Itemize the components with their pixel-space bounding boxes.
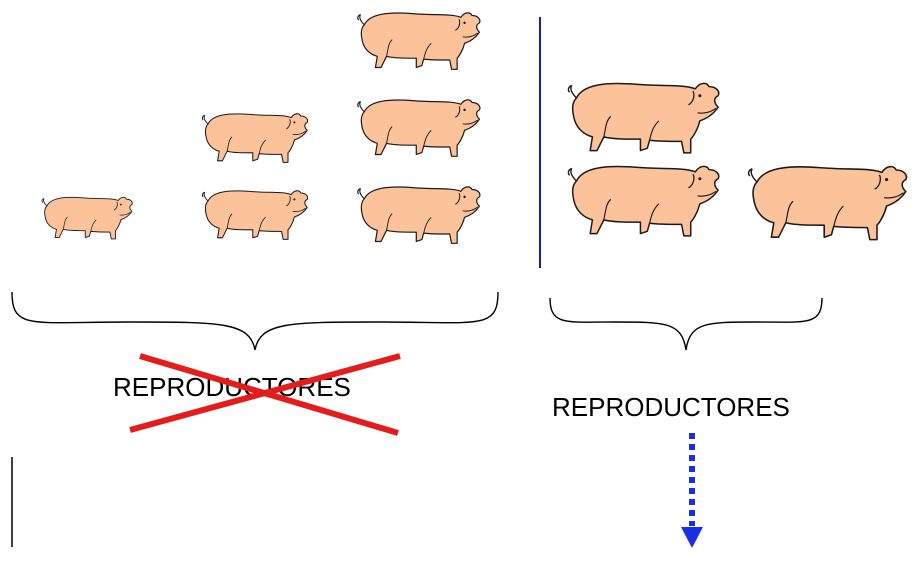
dotted-down-arrow-icon [681, 527, 703, 548]
pig-icon [357, 99, 481, 157]
pig-icon [201, 113, 309, 163]
breeders-label: REPRODUCTORES [552, 392, 790, 422]
pig-icon [747, 165, 908, 241]
crossed-out-label: REPRODUCTORES [113, 372, 351, 402]
pig-icon [567, 165, 720, 237]
pig-icon [41, 196, 133, 240]
pig-icon [201, 190, 309, 240]
right-group-brace [549, 297, 823, 351]
pig-icon [357, 186, 481, 244]
left-group-brace [11, 291, 499, 351]
pig-icon [357, 12, 481, 70]
pig-icon [567, 82, 720, 154]
